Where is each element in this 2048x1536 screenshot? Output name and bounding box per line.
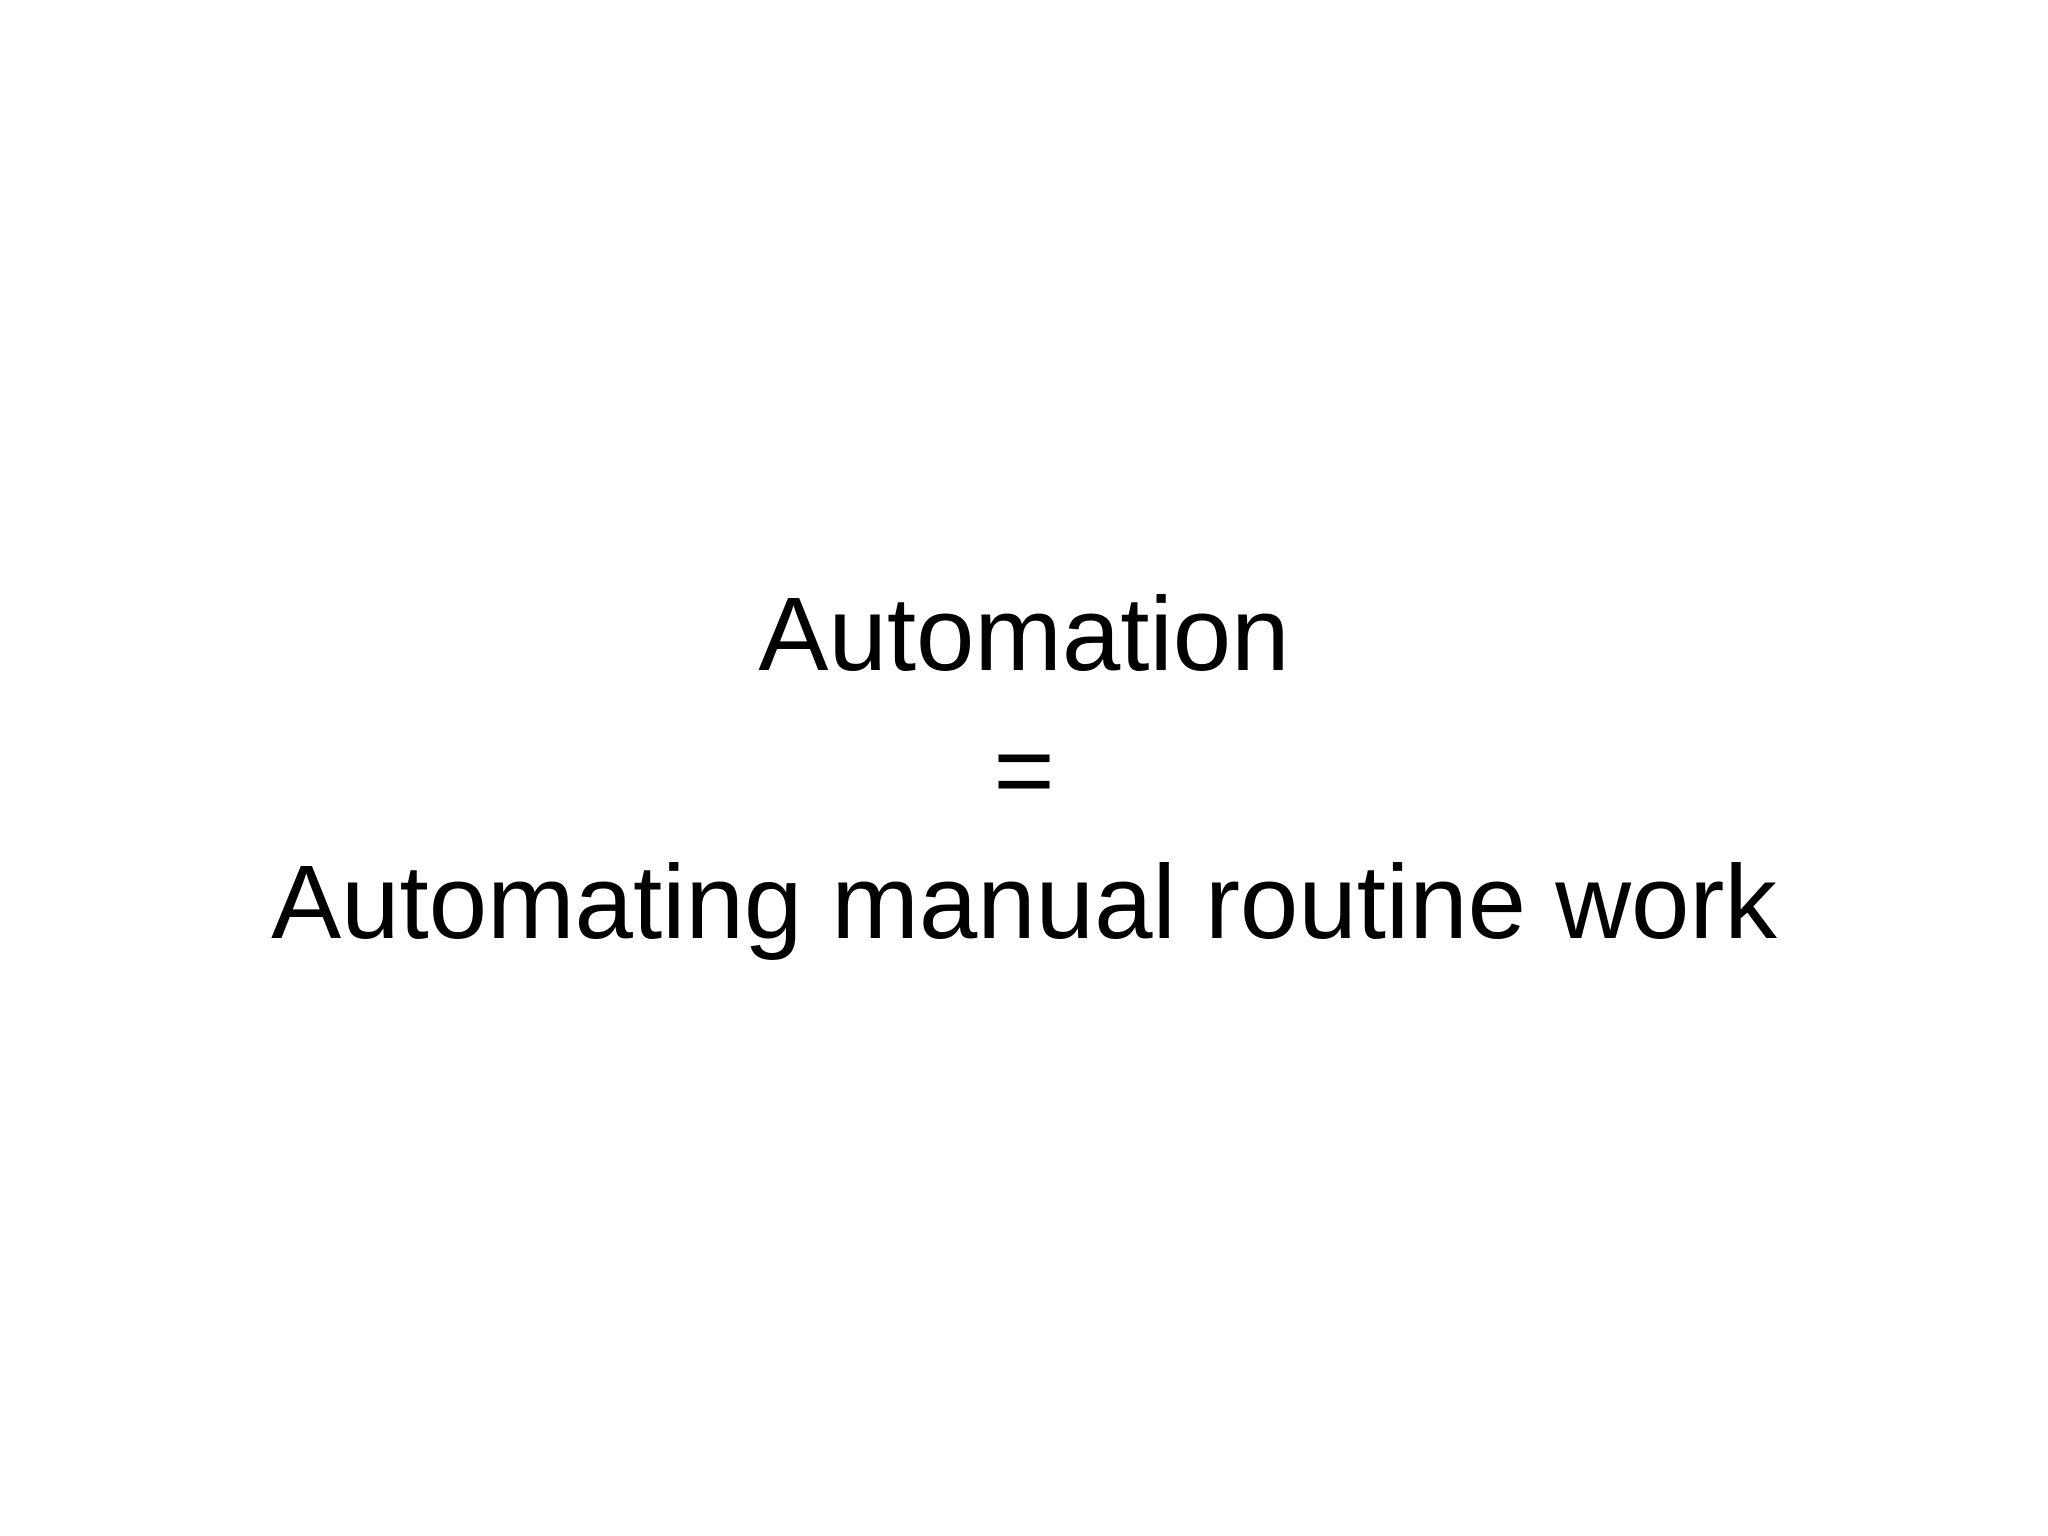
definition-text: Automating manual routine work — [271, 844, 1777, 961]
equals-sign: = — [993, 712, 1055, 829]
heading-term: Automation — [758, 576, 1290, 693]
